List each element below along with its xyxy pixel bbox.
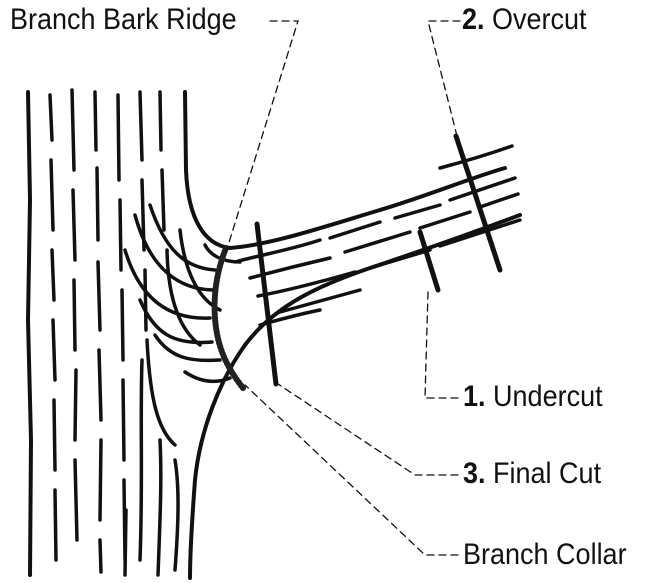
label-undercut: 1. Undercut xyxy=(463,380,603,414)
leader-overcut xyxy=(427,20,461,141)
label-undercut-text: Undercut xyxy=(493,380,603,413)
branch-upper-bark xyxy=(438,144,514,170)
trunk-right-edge xyxy=(183,90,507,251)
label-branch-collar: Branch Collar xyxy=(463,538,627,572)
leader-branch-bark-ridge xyxy=(225,20,299,253)
trunk-left-edge xyxy=(25,90,34,577)
label-overcut-number: 2. xyxy=(462,3,485,36)
label-final-cut-number: 3. xyxy=(463,457,486,490)
trunk-curving-grain xyxy=(123,228,222,577)
leader-branch-collar xyxy=(244,384,459,556)
leader-undercut xyxy=(424,291,459,399)
collar-grain xyxy=(123,203,242,384)
branch-bark-ridge xyxy=(211,245,246,391)
label-branch-collar-text: Branch Collar xyxy=(463,538,627,571)
label-final-cut: 3. Final Cut xyxy=(463,457,601,491)
overcut-line xyxy=(453,133,503,273)
undercut-line xyxy=(417,229,441,293)
leader-final-cut xyxy=(274,381,459,476)
branch-lower-edge xyxy=(188,213,522,580)
label-final-cut-text: Final Cut xyxy=(493,457,602,490)
label-undercut-number: 1. xyxy=(463,380,486,413)
branch-grain xyxy=(233,176,522,327)
final-cut-line xyxy=(254,221,279,387)
label-overcut-text: Overcut xyxy=(492,3,587,36)
leader-lines xyxy=(225,20,461,556)
label-branch-bark-ridge-text: Branch Bark Ridge xyxy=(10,3,237,36)
label-overcut: 2. Overcut xyxy=(462,3,587,37)
trunk-bark-grain xyxy=(48,88,166,574)
label-branch-bark-ridge: Branch Bark Ridge xyxy=(10,3,237,37)
